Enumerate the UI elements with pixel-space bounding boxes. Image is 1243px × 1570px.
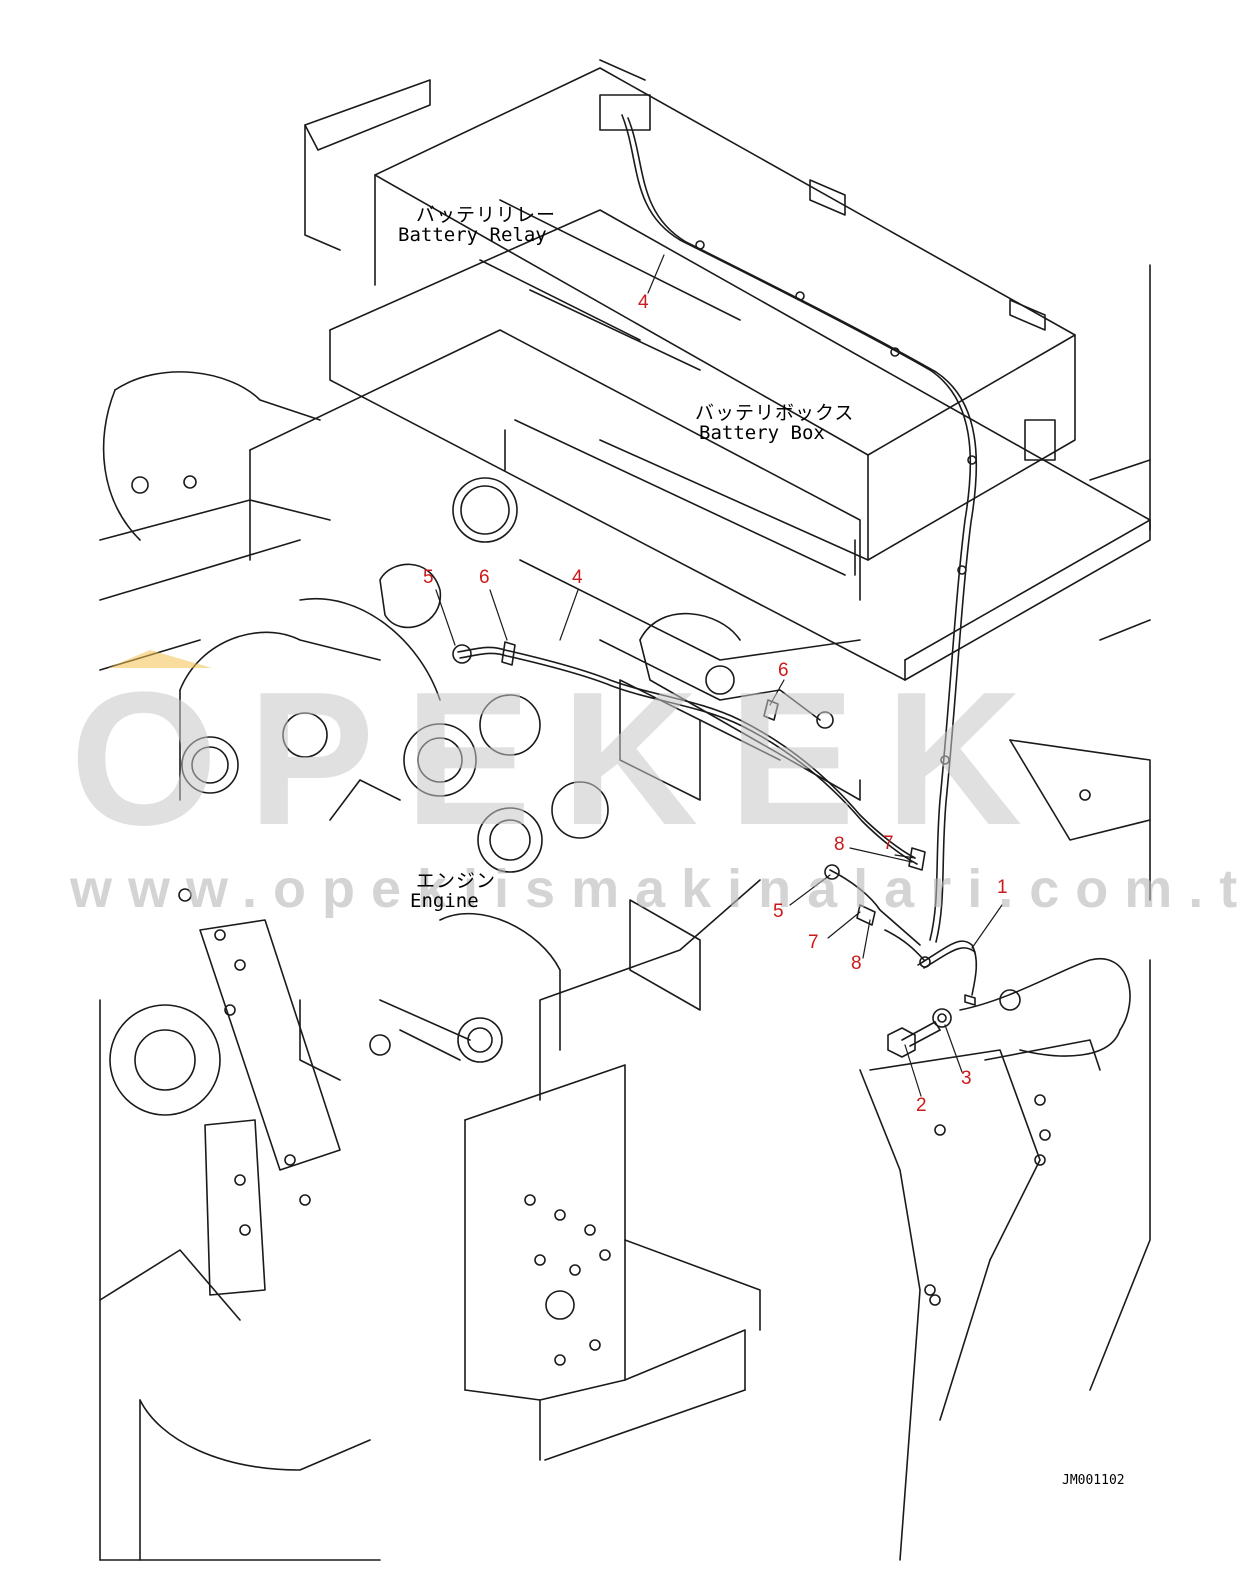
- fan-assembly: [99, 888, 371, 1561]
- battery-relay-label-en: Battery Relay: [398, 224, 547, 246]
- leader-lines: [435, 254, 1003, 1097]
- callout-3: 3: [961, 1068, 972, 1089]
- callout-7-upper: 7: [883, 833, 894, 854]
- engine-label-en: Engine: [410, 890, 479, 912]
- callout-7-lower: 7: [808, 932, 819, 953]
- chassis-frame: [464, 1064, 761, 1461]
- callout-1: 1: [997, 877, 1008, 898]
- cable-4-upper: [621, 114, 978, 943]
- bolt-2: [887, 1021, 941, 1058]
- ground-cable-1: [884, 929, 978, 1006]
- callout-4-mid: 4: [572, 567, 583, 588]
- engine-label-jp: エンジン: [416, 870, 497, 892]
- callout-5-left: 5: [423, 567, 434, 588]
- battery-relay-label-jp: バッテリリレー: [416, 204, 557, 226]
- washer-3: [932, 1008, 952, 1028]
- right-boom: [859, 264, 1151, 1561]
- callout-2: 2: [916, 1095, 927, 1116]
- engine-block: [179, 329, 861, 1101]
- battery-box-housing: [304, 59, 1151, 681]
- callout-6-right: 6: [778, 660, 789, 681]
- radiator-assembly: [99, 371, 381, 1561]
- watermark-accent: [108, 650, 212, 668]
- engine-harness-cable-4: [452, 639, 926, 946]
- callout-4-top: 4: [638, 292, 649, 313]
- battery-box-label-en: Battery Box: [699, 422, 825, 444]
- callout-8-lower: 8: [851, 953, 862, 974]
- battery-box-label-jp: バッテリボックス: [695, 402, 855, 424]
- callout-8-upper: 8: [834, 834, 845, 855]
- watermark-url: www.opekiismakinalari.com.tr: [70, 859, 1243, 919]
- drawing-code: JM001102: [1062, 1473, 1125, 1488]
- watermark-logo-text: OPEKEK: [70, 653, 1053, 865]
- callout-6-left: 6: [479, 567, 490, 588]
- callout-5-lower: 5: [773, 901, 784, 922]
